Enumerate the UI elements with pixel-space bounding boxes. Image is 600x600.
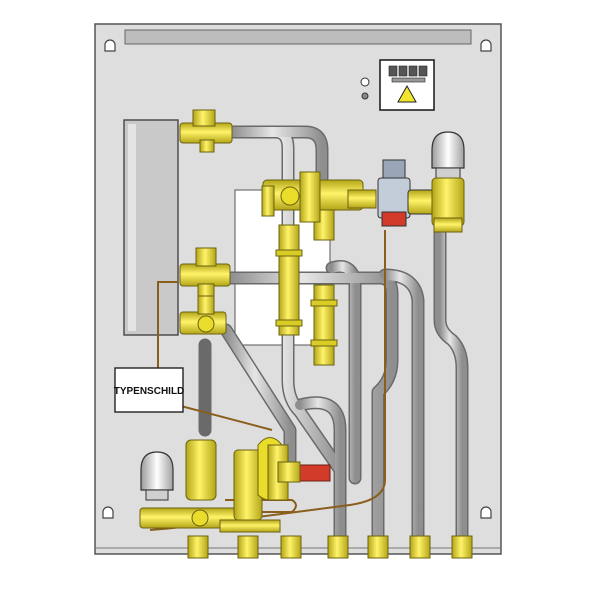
thermostatic-valve-upper (431, 131, 465, 233)
thermostatic-valve-lower (139, 439, 281, 533)
thermostatic-head-icon (140, 451, 174, 491)
nameplate-label: TYPENSCHILD (114, 386, 185, 397)
warning-triangle-icon (397, 84, 417, 103)
mounting-hole-icon (102, 39, 492, 519)
control-valve-group (261, 171, 377, 223)
plate-heat-exchanger (123, 119, 179, 336)
electrical-terminal-box (360, 59, 435, 111)
indicator-icon (360, 77, 370, 87)
ball-valve-icon (197, 315, 215, 333)
ball-valve-icon (191, 509, 209, 527)
bottom-connections (187, 461, 473, 559)
electrical-terminal-icon (388, 65, 428, 83)
indicator-icon (361, 92, 369, 100)
pressure-regulator (377, 159, 439, 227)
thermostatic-head-icon (431, 131, 465, 169)
heat-exchanger-ports (179, 109, 233, 335)
nameplate: TYPENSCHILD (114, 367, 185, 413)
